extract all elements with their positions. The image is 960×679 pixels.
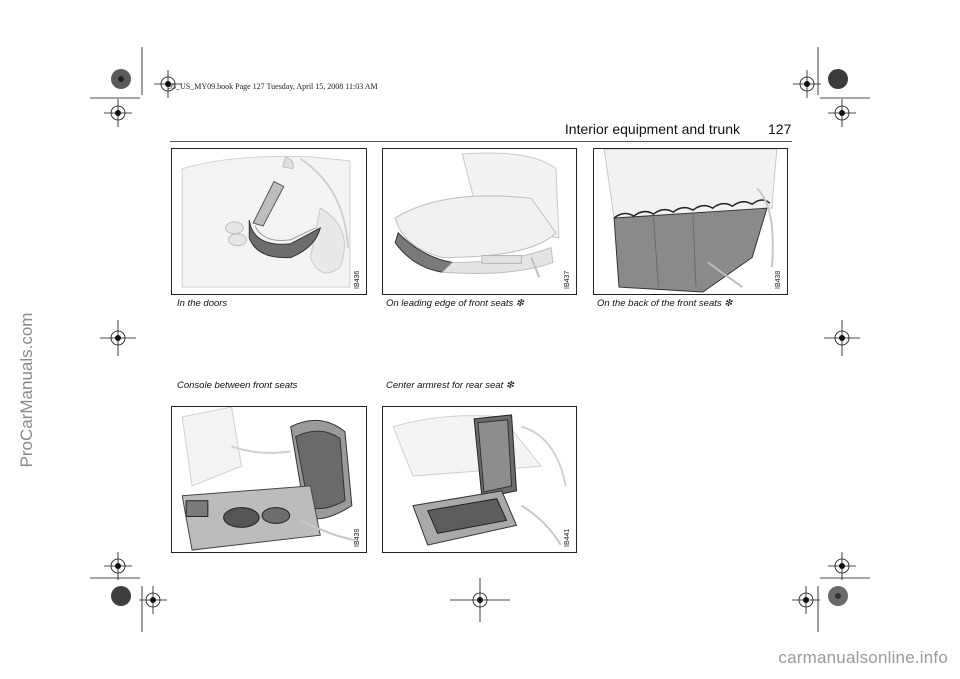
figure-door-pocket: IB436 (171, 148, 367, 295)
figure-code: IB436 (354, 270, 361, 289)
section-title: Interior equipment and trunk (564, 121, 740, 137)
figure-seat-edge-pocket: IB437 (382, 148, 577, 295)
book-file-info: 95_US_MY09.book Page 127 Tuesday, April … (168, 82, 378, 91)
figure-code: IB441 (564, 528, 571, 547)
figure-code: IB439 (354, 528, 361, 547)
caption-rear-armrest: Center armrest for rear seat ❇ (386, 380, 514, 391)
caption-seatback: On the back of the front seats ❇ (597, 298, 733, 309)
figure-seatback-pocket: IB438 (593, 148, 788, 295)
footer-watermark: carmanualsonline.info (778, 648, 948, 667)
page-number: 127 (768, 121, 792, 137)
figure-code: IB438 (775, 270, 782, 289)
console-illustration (181, 407, 356, 551)
door-pocket-illustration (181, 155, 351, 288)
header-rule (170, 141, 792, 142)
rear-armrest-illustration (392, 414, 567, 546)
seatback-illustration (603, 149, 778, 293)
caption-console: Console between front seats (177, 380, 298, 391)
figure-code: IB437 (564, 270, 571, 289)
caption-seat-edge: On leading edge of front seats ❇ (386, 298, 524, 309)
caption-door: In the doors (177, 298, 228, 309)
seat-edge-illustration (394, 152, 560, 278)
figure-console-storage: IB439 (171, 406, 367, 553)
figure-rear-armrest-storage: IB441 (382, 406, 577, 553)
